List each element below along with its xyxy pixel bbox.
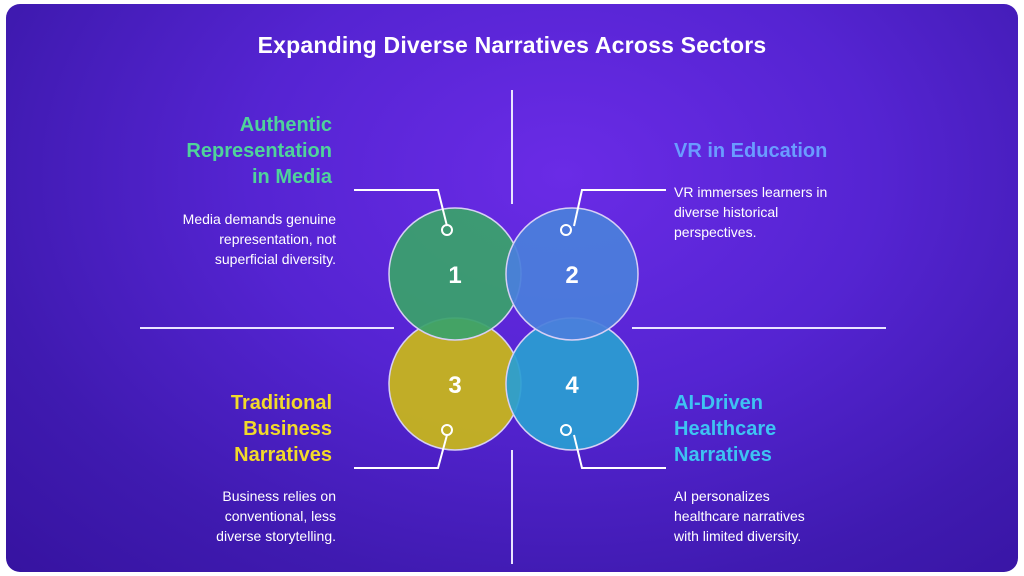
circle-2 [505,207,639,341]
quadrant-2-heading: VR in Education [674,138,904,164]
connector-3-dot [441,424,453,436]
connector-1 [354,189,448,227]
quadrant-3-description-line: Business relies on [222,488,336,504]
quadrant-4-heading-line: Healthcare [674,418,777,440]
connector-2 [573,189,666,227]
quadrant-1-heading-line: Authentic [239,114,332,136]
quadrant-4-description: AI personalizes healthcare narratives wi… [674,486,914,546]
quadrant-1-description-line: Media demands genuine [182,211,336,227]
infographic-canvas: Expanding Diverse Narratives Across Sect… [6,4,1018,572]
quadrant-3-heading-line: Narratives [234,444,332,466]
quadrant-4-heading-line: Narratives [674,444,772,466]
quadrant-3-heading-line: Business [243,418,332,440]
quadrant-1-description: Media demands genuine representation, no… [116,209,336,269]
quadrant-4-description-line: with limited diversity. [674,528,802,544]
quadrant-3-heading-line: Traditional [230,392,332,414]
connector-3 [354,434,448,469]
quadrant-2-heading-line: VR in Education [674,140,828,162]
quadrant-4-heading: AI-Driven Healthcare Narratives [674,390,904,468]
venn-diagram: 1 2 3 4 [140,90,886,564]
quadrant-1-heading-line: in Media [251,166,332,188]
quadrant-3-heading: Traditional Business Narratives [126,390,332,468]
quadrant-4-heading-line: AI-Driven [674,392,763,414]
quadrant-2-description: VR immerses learners in diverse historic… [674,182,914,242]
quadrant-4-description-line: AI personalizes [674,488,770,504]
quadrant-1-description-line: superficial diversity. [214,251,336,267]
circle-3-number: 3 [448,372,461,399]
circle-2-number: 2 [565,262,578,289]
connector-4 [573,434,666,469]
quadrant-4-description-line: healthcare narratives [674,508,805,524]
quadrant-2-description-line: perspectives. [674,224,757,240]
quadrant-1-heading: Authentic Representation in Media [126,112,332,190]
quadrant-3-description-line: conventional, less [224,508,336,524]
circle-1-number: 1 [448,262,461,289]
quadrant-3-description: Business relies on conventional, less di… [116,486,336,546]
quadrant-1-description-line: representation, not [219,231,336,247]
connector-1-dot [441,224,453,236]
connector-2-dot [560,224,572,236]
quadrant-3-description-line: diverse storytelling. [216,528,336,544]
connector-4-dot [560,424,572,436]
quadrant-1-heading-line: Representation [186,140,332,162]
page-title: Expanding Diverse Narratives Across Sect… [257,32,767,58]
circle-4-number: 4 [565,372,579,399]
quadrant-2-description-line: VR immerses learners in [674,184,828,200]
quadrant-2-description-line: diverse historical [674,204,779,220]
